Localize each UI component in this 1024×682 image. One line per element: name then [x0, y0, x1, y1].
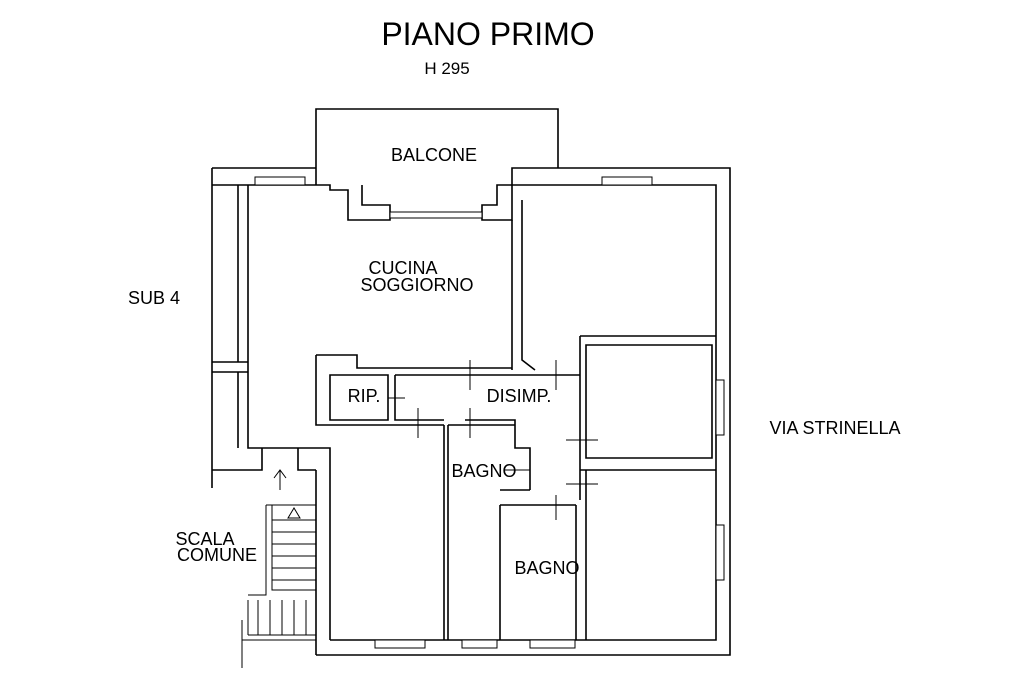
room-label-balcone: BALCONE — [391, 145, 477, 165]
window-balcony-door — [389, 211, 483, 219]
door-markers — [388, 360, 598, 520]
window-cucina — [254, 176, 306, 186]
interior-walls — [315, 200, 716, 640]
window-top-right — [601, 176, 653, 186]
room-label-soggiorno: SOGGIORNO — [360, 275, 473, 295]
window-right-2 — [715, 524, 725, 581]
height-note: H 295 — [424, 59, 469, 78]
outer-walls — [211, 167, 731, 656]
plan-title: PIANO PRIMO — [381, 16, 594, 52]
room-label-disimpegno: DISIMP. — [487, 386, 552, 406]
neighbor-label: SUB 4 — [128, 288, 180, 308]
room-label-bagno-1: BAGNO — [451, 461, 516, 481]
room-label-cucina: CUCINA — [368, 258, 437, 278]
window-bottom-2 — [461, 639, 498, 649]
window-right-1 — [715, 379, 725, 436]
window-bottom-1 — [374, 639, 426, 649]
stair-label-line1: SCALA — [175, 529, 234, 549]
room-label-ripostiglio: RIP. — [348, 386, 381, 406]
room-label-bagno-2: BAGNO — [514, 558, 579, 578]
window-bottom-3 — [529, 639, 576, 649]
street-label: VIA STRINELLA — [769, 418, 900, 438]
staircase[interactable] — [241, 469, 316, 668]
stair-label-line2: COMUNE — [177, 545, 257, 565]
up-arrow-icon — [273, 469, 287, 490]
windows — [254, 176, 725, 649]
